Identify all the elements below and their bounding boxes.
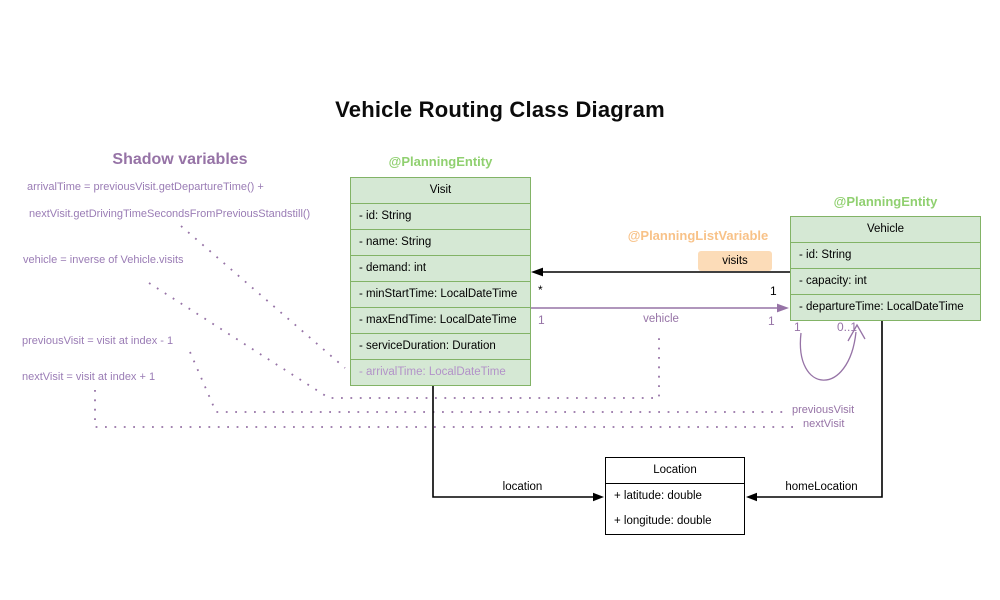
chain-multiplicity-one: 1 bbox=[794, 320, 801, 334]
shadow-variable-nextvisit-formula: nextVisit = visit at index + 1 bbox=[22, 371, 156, 383]
page-title: Vehicle Routing Class Diagram bbox=[335, 97, 665, 122]
visits-arrowhead-icon bbox=[531, 267, 543, 277]
location-class-title: Location bbox=[606, 458, 744, 484]
nextvisit-label: nextVisit bbox=[803, 418, 845, 430]
visit-shadow-attribute-arrivaltime: - arrivalTime: LocalDateTime bbox=[351, 359, 530, 385]
shadow-variable-arrivaltime-formula-cont: nextVisit.getDrivingTimeSecondsFromPrevi… bbox=[29, 208, 311, 220]
homelocation-arrowhead-icon bbox=[746, 492, 757, 502]
previousvisit-label: previousVisit bbox=[792, 404, 855, 416]
location-attribute: + latitude: double bbox=[614, 490, 702, 502]
planning-entity-annotation-visit: @PlanningEntity bbox=[388, 154, 493, 169]
visit-attribute: - id: String bbox=[351, 203, 530, 229]
visit-attribute: - serviceDuration: Duration bbox=[351, 333, 530, 359]
visits-multiplicity-vehicle-end: 1 bbox=[770, 284, 777, 298]
homelocation-association-label: homeLocation bbox=[785, 481, 858, 493]
visit-attribute: - demand: int bbox=[351, 255, 530, 281]
visit-class-box: Visit - id: String - name: String - dema… bbox=[350, 177, 531, 386]
vehicle-attribute: - id: String bbox=[791, 242, 980, 268]
planning-entity-annotation-vehicle: @PlanningEntity bbox=[833, 194, 938, 209]
shadow-link-nextvisit bbox=[94, 390, 798, 428]
visit-attribute: - name: String bbox=[351, 229, 530, 255]
shadow-link-arrivaltime bbox=[180, 225, 346, 369]
visits-multiplicity-visit-end: * bbox=[538, 283, 543, 297]
location-association-label: location bbox=[502, 481, 543, 493]
shadow-variable-previousvisit-formula: previousVisit = visit at index - 1 bbox=[22, 335, 174, 347]
visit-attribute: - maxEndTime: LocalDateTime bbox=[351, 307, 530, 333]
vehicle-multiplicity-visit-end: 1 bbox=[538, 313, 545, 327]
shadow-variable-arrivaltime-formula: arrivalTime = previousVisit.getDeparture… bbox=[27, 181, 264, 193]
location-class-box: Location + latitude: double + longitude:… bbox=[605, 457, 745, 535]
vehicle-class-box: Vehicle - id: String - capacity: int - d… bbox=[790, 216, 981, 321]
chain-multiplicity-zero-one: 0..1 bbox=[837, 320, 858, 334]
chain-loop-line bbox=[799, 331, 857, 381]
vehicle-arrowhead-icon bbox=[777, 303, 789, 313]
planning-list-variable-annotation: @PlanningListVariable bbox=[627, 228, 769, 243]
vehicle-association-label: vehicle bbox=[643, 313, 679, 325]
vehicle-multiplicity-vehicle-end: 1 bbox=[768, 314, 775, 328]
shadow-variable-vehicle-formula: vehicle = inverse of Vehicle.visits bbox=[23, 254, 184, 266]
visits-association-label: visits bbox=[698, 251, 772, 271]
visit-class-title: Visit bbox=[429, 184, 452, 196]
vehicle-class-title: Vehicle bbox=[866, 223, 905, 235]
location-arrowhead-icon bbox=[593, 492, 604, 502]
vehicle-attribute: - departureTime: LocalDateTime bbox=[791, 294, 980, 320]
vehicle-attribute: - capacity: int bbox=[791, 268, 980, 294]
location-attribute: + longitude: double bbox=[614, 515, 712, 527]
shadow-variables-title: Shadow variables bbox=[112, 151, 248, 168]
visit-attribute: - minStartTime: LocalDateTime bbox=[351, 281, 530, 307]
